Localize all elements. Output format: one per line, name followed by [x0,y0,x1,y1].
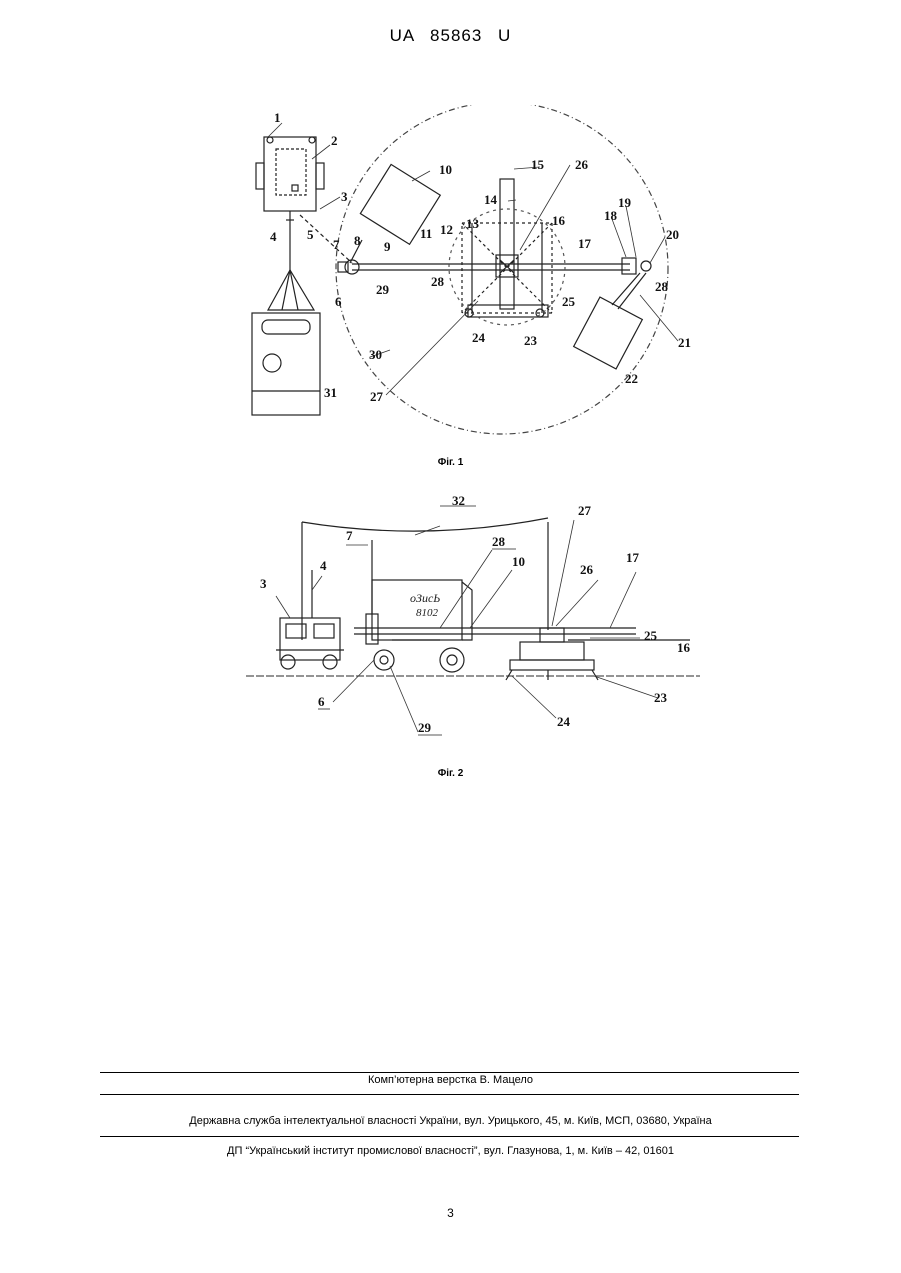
fig1-label: 23 [524,333,538,348]
fig1-label: 3 [341,189,348,204]
fig1-label: 14 [484,192,498,207]
fig1-label: 2 [331,133,338,148]
fig1-label: 5 [307,227,314,242]
footer-rule-3 [100,1136,799,1137]
fig1-label: 20 [666,227,679,242]
fig1-label: 25 [562,294,576,309]
footer-agency: Державна служба інтелектуальної власност… [0,1115,901,1127]
figure-1-caption: Фіг. 1 [0,457,901,468]
svg-text:6: 6 [318,694,325,709]
fig1-label: 4 [270,229,277,244]
fig1-label: 11 [420,226,432,241]
fig1-label: 22 [625,371,638,386]
svg-text:24: 24 [557,714,571,729]
fig1-label: 1 [274,110,281,125]
fig1-label: 9 [384,239,391,254]
vehicle-marking-top: oЗисЬ [410,591,440,605]
footer-institute: ДП “Український інститут промислової вла… [0,1145,901,1157]
fig1-label: 29 [376,282,390,297]
figure-1: 1 2 3 4 5 6 7 8 9 10 11 12 13 14 15 16 1… [0,105,901,435]
footer-rule-2 [100,1094,799,1095]
document-number: UA 85863 U [0,26,901,46]
fig1-label: 26 [575,157,589,172]
fig1-label: 13 [466,216,480,231]
svg-text:7: 7 [346,528,353,543]
svg-text:16: 16 [677,640,691,655]
svg-text:26: 26 [580,562,594,577]
svg-text:10: 10 [512,554,525,569]
figure-2: oЗисЬ 8102 32 27 3 4 7 28 10 26 17 25 1 [0,490,901,790]
svg-text:28: 28 [492,534,506,549]
svg-text:17: 17 [626,550,640,565]
svg-text:25: 25 [644,628,658,643]
fig1-label: 15 [531,157,545,172]
fig1-label: 27 [370,389,384,404]
svg-text:29: 29 [418,720,432,735]
fig1-label: 6 [335,294,342,309]
fig1-label: 21 [678,335,691,350]
svg-text:4: 4 [320,558,327,573]
svg-text:27: 27 [578,503,592,518]
page-number: 3 [0,1206,901,1220]
fig1-label: 24 [472,330,486,345]
fig1-label: 17 [578,236,592,251]
fig1-label: 28 [431,274,445,289]
svg-text:23: 23 [654,690,668,705]
fig1-label: 31 [324,385,337,400]
footer-typesetting: Комп’ютерна верстка В. Мацело [0,1074,901,1086]
footer-rule-1 [100,1072,799,1073]
fig1-label: 19 [618,195,632,210]
fig1-label: 10 [439,162,452,177]
fig1-label: 28 [655,279,669,294]
fig1-label: 16 [552,213,566,228]
fig1-label: 12 [440,222,453,237]
figure-1-drawing: 1 2 3 4 5 6 7 8 9 10 11 12 13 14 15 16 1… [0,105,901,435]
figure-2-drawing: oЗисЬ 8102 32 27 3 4 7 28 10 26 17 25 1 [0,490,901,780]
fig1-label: 30 [369,347,382,362]
fig1-label: 8 [354,233,361,248]
vehicle-marking-bottom: 8102 [416,607,439,619]
fig1-label: 7 [333,237,340,252]
fig1-label: 18 [604,208,618,223]
figure-2-caption: Фіг. 2 [0,768,901,779]
svg-text:3: 3 [260,576,267,591]
